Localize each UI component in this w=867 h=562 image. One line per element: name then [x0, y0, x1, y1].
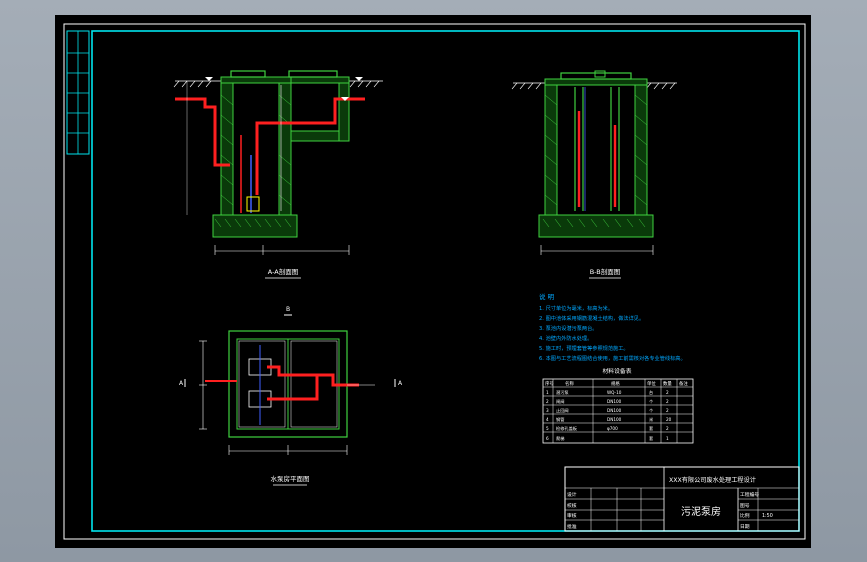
table-cell: 1 — [546, 390, 549, 395]
note-line: 5. 施工时，预埋套管等参照规范施工。 — [539, 344, 629, 352]
table-cell: 套 — [649, 425, 654, 432]
cad-drawing: A-A剖面图 — [63, 23, 806, 540]
table-cell: DN100 — [607, 417, 622, 422]
title-label: 工程编号 — [740, 491, 759, 498]
table-cell: 2 — [546, 399, 549, 404]
inner-frame — [91, 30, 800, 532]
table-cell: 20 — [666, 417, 672, 422]
title-label: 比例 — [740, 512, 750, 519]
plan-label: 水泵房平面图 — [271, 474, 310, 483]
table-cell: 套 — [649, 435, 654, 442]
table-cell: 闸阀 — [556, 398, 564, 405]
section-aa-label: A-A剖面图 — [268, 267, 298, 276]
title-label: 校核 — [567, 502, 577, 509]
table-cell: WQ-10 — [607, 390, 622, 395]
title-label: 批准 — [567, 523, 577, 530]
plan-view: A A B 水泵房平面图 — [179, 306, 403, 486]
cut-marker-a-right: A — [398, 380, 403, 387]
drawing-name: 污泥泵房 — [681, 505, 721, 518]
section-bb: B-B剖面图 — [511, 70, 677, 279]
note-line: 1. 尺寸单位为毫米，标高为米。 — [539, 304, 613, 312]
table-cell: 5 — [546, 426, 549, 431]
note-line: 2. 图中池体采用钢筋混凝土结构，做法详见。 — [539, 314, 644, 322]
section-bb-label: B-B剖面图 — [590, 267, 621, 276]
table-cell: 爬梯 — [556, 435, 564, 442]
note-line: 6. 本图与工艺流程图结合使用，施工前需核对各专业管线标高。 — [539, 354, 686, 362]
title-label: 图号 — [740, 503, 750, 509]
table-cell: 止回阀 — [556, 407, 569, 414]
drawing-sheet: A-A剖面图 — [55, 15, 811, 548]
title-label: 设计 — [567, 491, 577, 498]
table-cell: 台 — [649, 389, 653, 396]
section-aa: A-A剖面图 — [173, 70, 383, 279]
table-cell: 个 — [649, 399, 654, 404]
table-cell: 2 — [666, 426, 669, 431]
outer-border — [63, 23, 806, 540]
table-cell: 2 — [666, 390, 669, 395]
notes-title: 说 明 — [539, 292, 555, 301]
table-cell: 钢管 — [556, 416, 564, 423]
scale-value: 1:50 — [762, 513, 773, 519]
table-cell: 1 — [666, 436, 669, 441]
table-cell: 6 — [546, 436, 549, 441]
table-cell: DN100 — [607, 399, 622, 404]
title-block: XXX有限公司废水处理工程设计 污泥泵房 设计 校核 审核 批准 工程编号 图号… — [564, 466, 800, 532]
table-cell: 2 — [666, 399, 669, 404]
note-line: 4. 池壁内外防水处理。 — [539, 334, 592, 342]
materials-table: 材料设备表 序号 名称 规格 单位 数量 备注 — [542, 367, 694, 444]
note-line: 3. 泵池内设潜污泵两台。 — [539, 324, 597, 332]
table-cell: DN100 — [607, 408, 622, 413]
table-header: 名称 — [565, 380, 574, 387]
table-header: 序号 — [545, 380, 554, 387]
table-header: 规格 — [611, 380, 620, 387]
project-name: XXX有限公司废水处理工程设计 — [669, 476, 756, 484]
table-cell: 米 — [649, 416, 654, 423]
table-header: 数量 — [663, 380, 672, 387]
table-header: 备注 — [679, 380, 688, 387]
table-cell: 4 — [546, 417, 549, 422]
title-label: 日期 — [740, 524, 750, 530]
table-header: 单位 — [647, 380, 656, 387]
table-cell: 检修孔盖板 — [556, 425, 578, 432]
cut-marker-b-top: B — [286, 306, 290, 313]
table-title: 材料设备表 — [603, 367, 632, 375]
design-notes: 说 明 1. 尺寸单位为毫米，标高为米。 2. 图中池体采用钢筋混凝土结构，做法… — [539, 292, 686, 362]
table-cell: φ700 — [607, 426, 618, 431]
table-cell: 潜污泵 — [556, 389, 569, 396]
table-cell: 3 — [546, 408, 549, 413]
table-cell: 个 — [649, 408, 654, 413]
table-cell: 2 — [666, 408, 669, 413]
title-label: 审核 — [567, 512, 577, 519]
cut-marker-a-left: A — [179, 380, 184, 387]
